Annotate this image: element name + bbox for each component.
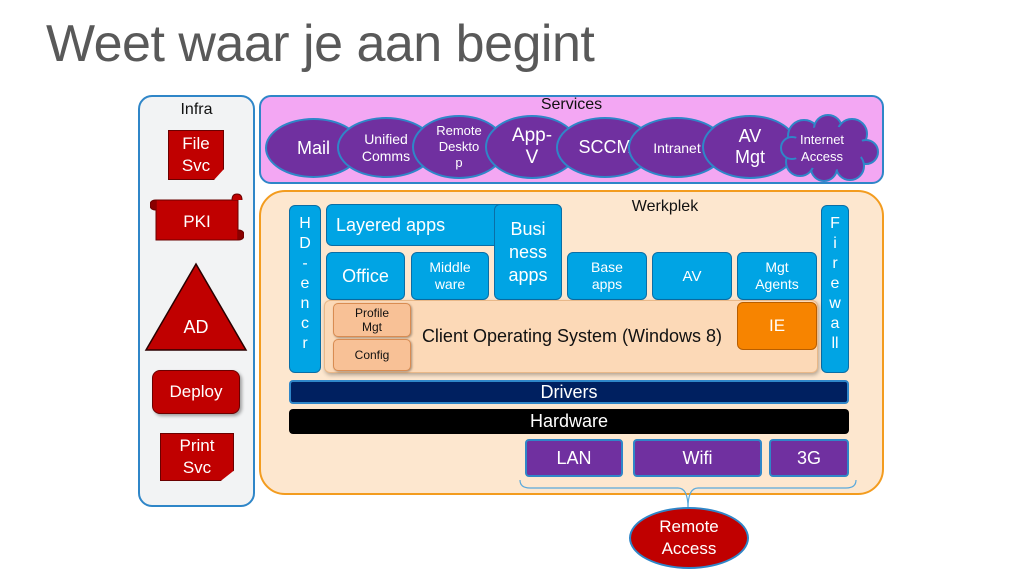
network-3g: 3G <box>769 439 849 477</box>
business-apps-box: Busi ness apps <box>494 204 562 300</box>
base-apps-box: Base apps <box>567 252 647 300</box>
network-wifi: Wifi <box>633 439 762 477</box>
firewall-box: F i r e w a ll <box>821 205 849 373</box>
middleware-box: Middle ware <box>411 252 489 300</box>
pki-label: PKI <box>183 212 211 231</box>
remote-access-oval: Remote Access <box>629 507 749 569</box>
service-internet-access: Internet Access <box>799 132 845 164</box>
services-label: Services <box>540 96 603 113</box>
ie-box: IE <box>737 302 817 350</box>
ad-label: AD <box>183 316 209 337</box>
config-box: Config <box>333 339 411 371</box>
drivers-bar: Drivers <box>289 380 849 404</box>
file-svc-box: File Svc <box>168 130 224 180</box>
av-box: AV <box>652 252 732 300</box>
network-lan: LAN <box>525 439 623 477</box>
internet-cloud-icon <box>780 114 879 182</box>
hardware-bar: Hardware <box>289 409 849 434</box>
ad-triangle <box>144 262 248 351</box>
pki-scroll <box>150 193 244 241</box>
client-os-label: Client Operating System (Windows 8) <box>421 325 723 346</box>
mgt-agents-box: Mgt Agents <box>737 252 817 300</box>
print-svc-box: Print Svc <box>160 433 234 481</box>
office-box: Office <box>326 252 405 300</box>
infra-label: Infra <box>180 101 213 118</box>
hd-encr-box: H D - e n c r <box>289 205 321 373</box>
page-title: Weet waar je aan begint <box>46 15 595 73</box>
deploy-box: Deploy <box>152 370 240 414</box>
service-intranet: Intranet <box>628 117 726 178</box>
network-brace <box>519 479 857 509</box>
profile-mgt-box: Profile Mgt <box>333 303 411 337</box>
werkplek-label: Werkplek <box>631 198 699 215</box>
